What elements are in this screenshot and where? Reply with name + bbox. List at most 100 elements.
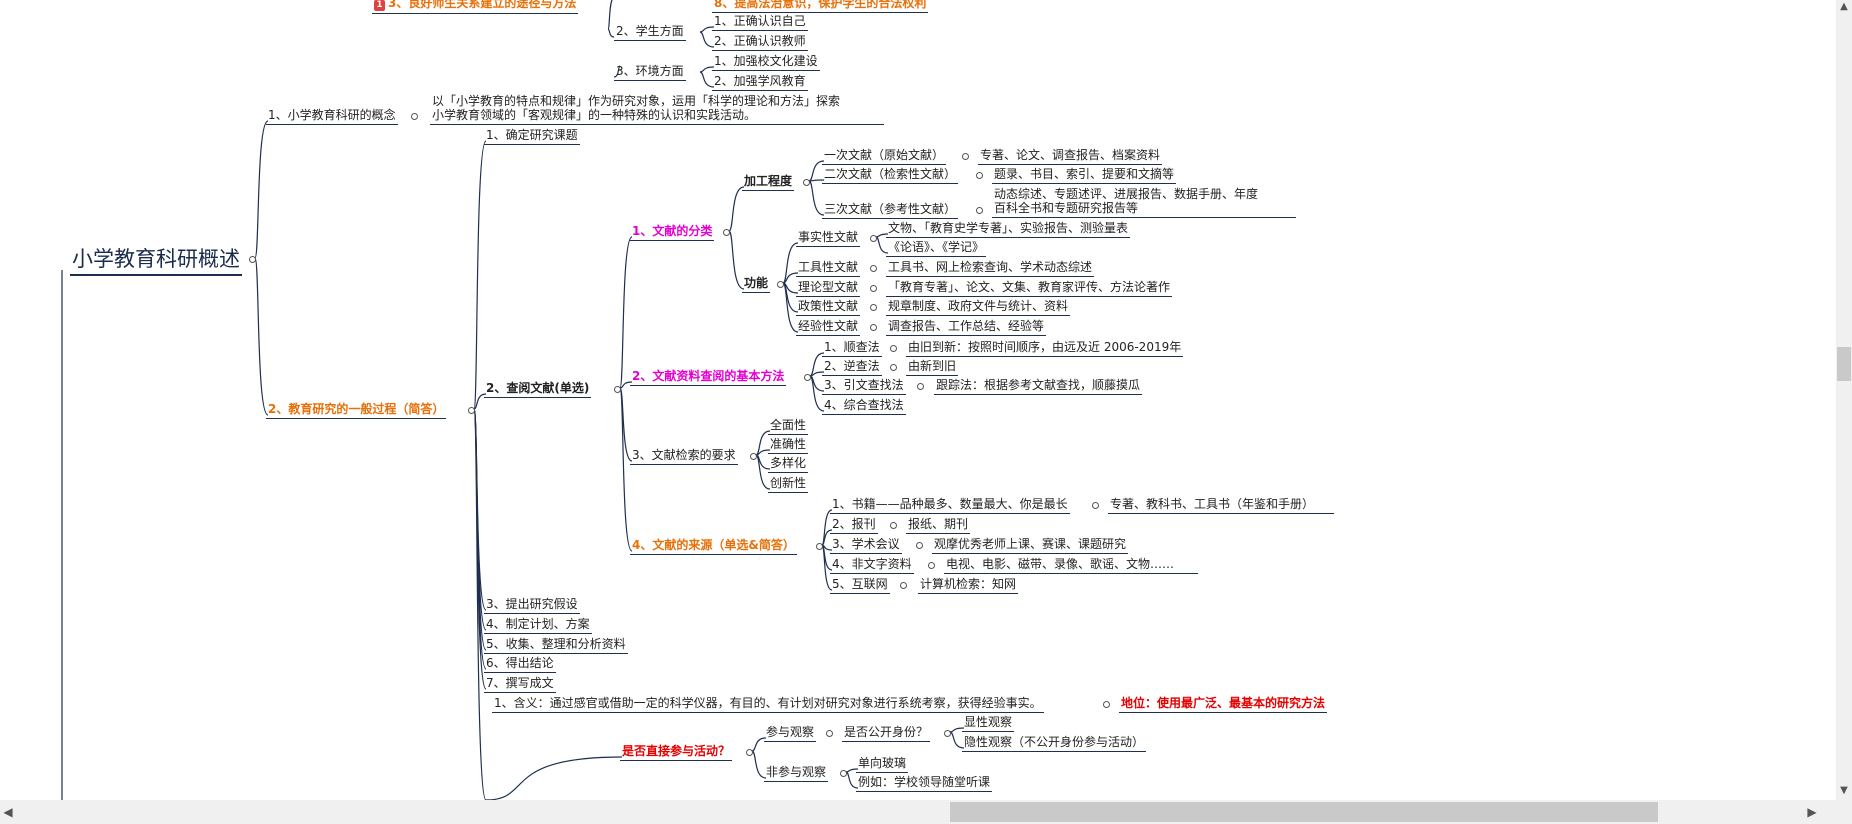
node-function[interactable]: 功能 xyxy=(742,276,771,293)
node-primary-literature-value[interactable]: 专著、论文、调查报告、档案资料 xyxy=(978,148,1163,165)
collapse-toggle-icon[interactable] xyxy=(803,179,810,186)
collapse-toggle-icon[interactable] xyxy=(928,562,935,569)
horizontal-scrollbar[interactable]: ◀ ▶ xyxy=(0,800,1836,824)
node-step-literature[interactable]: 2、查阅文献(单选) xyxy=(484,381,592,398)
node-campus-culture[interactable]: 1、加强校文化建设 xyxy=(712,54,820,71)
node-source-internet[interactable]: 5、互联网 xyxy=(830,577,890,594)
scroll-right-icon[interactable]: ▶ xyxy=(1807,805,1817,819)
scroll-down-icon[interactable]: ▼ xyxy=(1840,785,1848,796)
collapse-toggle-icon[interactable] xyxy=(249,256,256,263)
node-tool-literature-value[interactable]: 工具书、网上检索查询、学术动态综述 xyxy=(886,260,1095,277)
node-tertiary-literature[interactable]: 三次文献（参考性文献） xyxy=(822,202,959,219)
node-search-methods[interactable]: 2、文献资料查阅的基本方法 xyxy=(630,369,787,386)
node-experience-literature[interactable]: 经验性文献 xyxy=(796,319,861,336)
node-literature-classification[interactable]: 1、文献的分类 xyxy=(630,224,715,241)
collapse-toggle-icon[interactable] xyxy=(917,383,924,390)
node-concept-definition-line2[interactable]: 小学教育领域的「客观规律」的一种特殊的认识和实践活动。 xyxy=(430,108,884,125)
node-environment-aspect[interactable]: 3、环境方面 xyxy=(614,64,686,81)
node-tool-literature[interactable]: 工具性文献 xyxy=(796,260,861,277)
node-step-conclusion[interactable]: 6、得出结论 xyxy=(484,656,556,673)
collapse-toggle-icon[interactable] xyxy=(826,730,833,737)
node-direct-participation[interactable]: 是否直接参与活动？ xyxy=(620,744,733,761)
node-forward-search[interactable]: 1、顺查法 xyxy=(822,340,882,357)
node-citation-search[interactable]: 3、引文查找法 xyxy=(822,378,906,395)
collapse-toggle-icon[interactable] xyxy=(890,345,897,352)
node-backward-search-value[interactable]: 由新到旧 xyxy=(906,359,959,376)
node-step-data[interactable]: 5、收集、整理和分析资料 xyxy=(484,637,628,654)
node-step-topic[interactable]: 1、确定研究课题 xyxy=(484,128,580,145)
node-source-conference[interactable]: 3、学术会议 xyxy=(830,537,902,554)
node-public-identity[interactable]: 是否公开身份？ xyxy=(842,725,931,742)
collapse-toggle-icon[interactable] xyxy=(804,374,811,381)
node-secondary-literature-value[interactable]: 题录、书目、索引、提要和文摘等 xyxy=(992,167,1177,184)
collapse-toggle-icon[interactable] xyxy=(840,770,847,777)
node-source-conference-value[interactable]: 观摩优秀老师上课、赛课、课题研究 xyxy=(932,537,1129,554)
collapse-toggle-icon[interactable] xyxy=(870,285,877,292)
collapse-toggle-icon[interactable] xyxy=(962,153,969,160)
node-know-self[interactable]: 1、正确认识自己 xyxy=(712,14,808,31)
node-req-accurate[interactable]: 准确性 xyxy=(768,437,809,454)
collapse-toggle-icon[interactable] xyxy=(777,281,784,288)
node-backward-search[interactable]: 2、逆查法 xyxy=(822,359,882,376)
node-req-diverse[interactable]: 多样化 xyxy=(768,456,809,473)
collapse-toggle-icon[interactable] xyxy=(1103,701,1110,708)
scroll-left-icon[interactable]: ◀ xyxy=(3,805,13,819)
collapse-toggle-icon[interactable] xyxy=(750,453,757,460)
node-source-books-value[interactable]: 专著、教科书、工具书（年鉴和手册） xyxy=(1108,497,1334,514)
collapse-toggle-icon[interactable] xyxy=(468,407,475,414)
node-source-books[interactable]: 1、书籍——品种最多、数量最大、你是最长 xyxy=(830,497,1070,514)
collapse-toggle-icon[interactable] xyxy=(1092,502,1099,509)
collapse-toggle-icon[interactable] xyxy=(723,229,730,236)
node-research-process[interactable]: 2、教育研究的一般过程（简答） xyxy=(266,402,447,419)
collapse-toggle-icon[interactable] xyxy=(870,235,877,242)
node-legal-awareness[interactable]: 8、提高法治意识，保护学生的合法权利 xyxy=(712,0,929,13)
node-theory-literature-value[interactable]: 「教育专著」、论文、文集、教育家评传、方法论著作 xyxy=(886,280,1173,297)
node-factual-literature[interactable]: 事实性文献 xyxy=(796,230,861,247)
node-combined-search[interactable]: 4、综合查找法 xyxy=(822,398,906,415)
node-step-writing[interactable]: 7、撰写成文 xyxy=(484,676,556,693)
node-step-hypothesis[interactable]: 3、提出研究假设 xyxy=(484,597,580,614)
node-primary-literature[interactable]: 一次文献（原始文献） xyxy=(822,148,947,165)
node-factual-value-2[interactable]: 《论语》、《学记》 xyxy=(886,240,987,257)
node-research-concept[interactable]: 1、小学教育科研的概念 xyxy=(266,108,398,125)
node-literature-sources[interactable]: 4、文献的来源（单选&简答） xyxy=(630,538,797,555)
node-secondary-literature[interactable]: 二次文献（检索性文献） xyxy=(822,167,959,184)
node-participant-observation[interactable]: 参与观察 xyxy=(764,725,817,742)
collapse-toggle-icon[interactable] xyxy=(944,730,951,737)
node-observation-meaning[interactable]: 1、含义：通过感官或借助一定的科学仪器，有目的、有计划对研究对象进行系统考察，获… xyxy=(492,696,1044,713)
node-source-periodicals-value[interactable]: 报纸、期刊 xyxy=(906,517,971,534)
collapse-toggle-icon[interactable] xyxy=(976,172,983,179)
collapse-toggle-icon[interactable] xyxy=(816,543,823,550)
collapse-toggle-icon[interactable] xyxy=(411,113,418,120)
horizontal-scroll-thumb[interactable] xyxy=(950,802,1658,822)
collapse-toggle-icon[interactable] xyxy=(870,324,877,331)
vertical-scrollbar[interactable]: ▲ ▼ xyxy=(1836,0,1852,800)
node-source-periodicals[interactable]: 2、报刊 xyxy=(830,517,878,534)
collapse-toggle-icon[interactable] xyxy=(890,522,897,529)
node-implicit-observation[interactable]: 隐性观察（不公开身份参与活动） xyxy=(962,735,1147,752)
collapse-toggle-icon[interactable] xyxy=(916,542,923,549)
node-explicit-observation[interactable]: 显性观察 xyxy=(962,715,1015,732)
node-search-requirements[interactable]: 3、文献检索的要求 xyxy=(630,448,738,465)
node-observation-position[interactable]: 地位：使用最广泛、最基本的研究方法 xyxy=(1119,696,1328,713)
collapse-toggle-icon[interactable] xyxy=(614,386,621,393)
node-req-comprehensive[interactable]: 全面性 xyxy=(768,418,809,435)
node-forward-search-value[interactable]: 由旧到新：按照时间顺序，由远及近 2006-2019年 xyxy=(906,340,1184,357)
vertical-scroll-thumb[interactable] xyxy=(1837,347,1851,381)
collapse-toggle-icon[interactable] xyxy=(976,207,983,214)
node-processing-degree[interactable]: 加工程度 xyxy=(742,174,795,191)
collapse-toggle-icon[interactable] xyxy=(746,749,753,756)
collapse-toggle-icon[interactable] xyxy=(870,304,877,311)
node-req-innovative[interactable]: 创新性 xyxy=(768,476,809,493)
collapse-toggle-icon[interactable] xyxy=(870,265,877,272)
node-oneway-glass[interactable]: 单向玻璃 xyxy=(856,756,909,773)
node-observation-example[interactable]: 例如：学校领导随堂听课 xyxy=(856,775,993,792)
node-source-internet-value[interactable]: 计算机检索：知网 xyxy=(918,577,1019,594)
node-tertiary-value-line2[interactable]: 百科全书和专题研究报告等 xyxy=(992,201,1296,218)
root-node[interactable]: 小学教育科研概述 xyxy=(70,246,242,276)
node-theory-literature[interactable]: 理论型文献 xyxy=(796,280,861,297)
node-step-plan[interactable]: 4、制定计划、方案 xyxy=(484,617,592,634)
node-factual-value-1[interactable]: 文物、「教育史学专著」、实验报告、测验量表 xyxy=(886,221,1131,238)
